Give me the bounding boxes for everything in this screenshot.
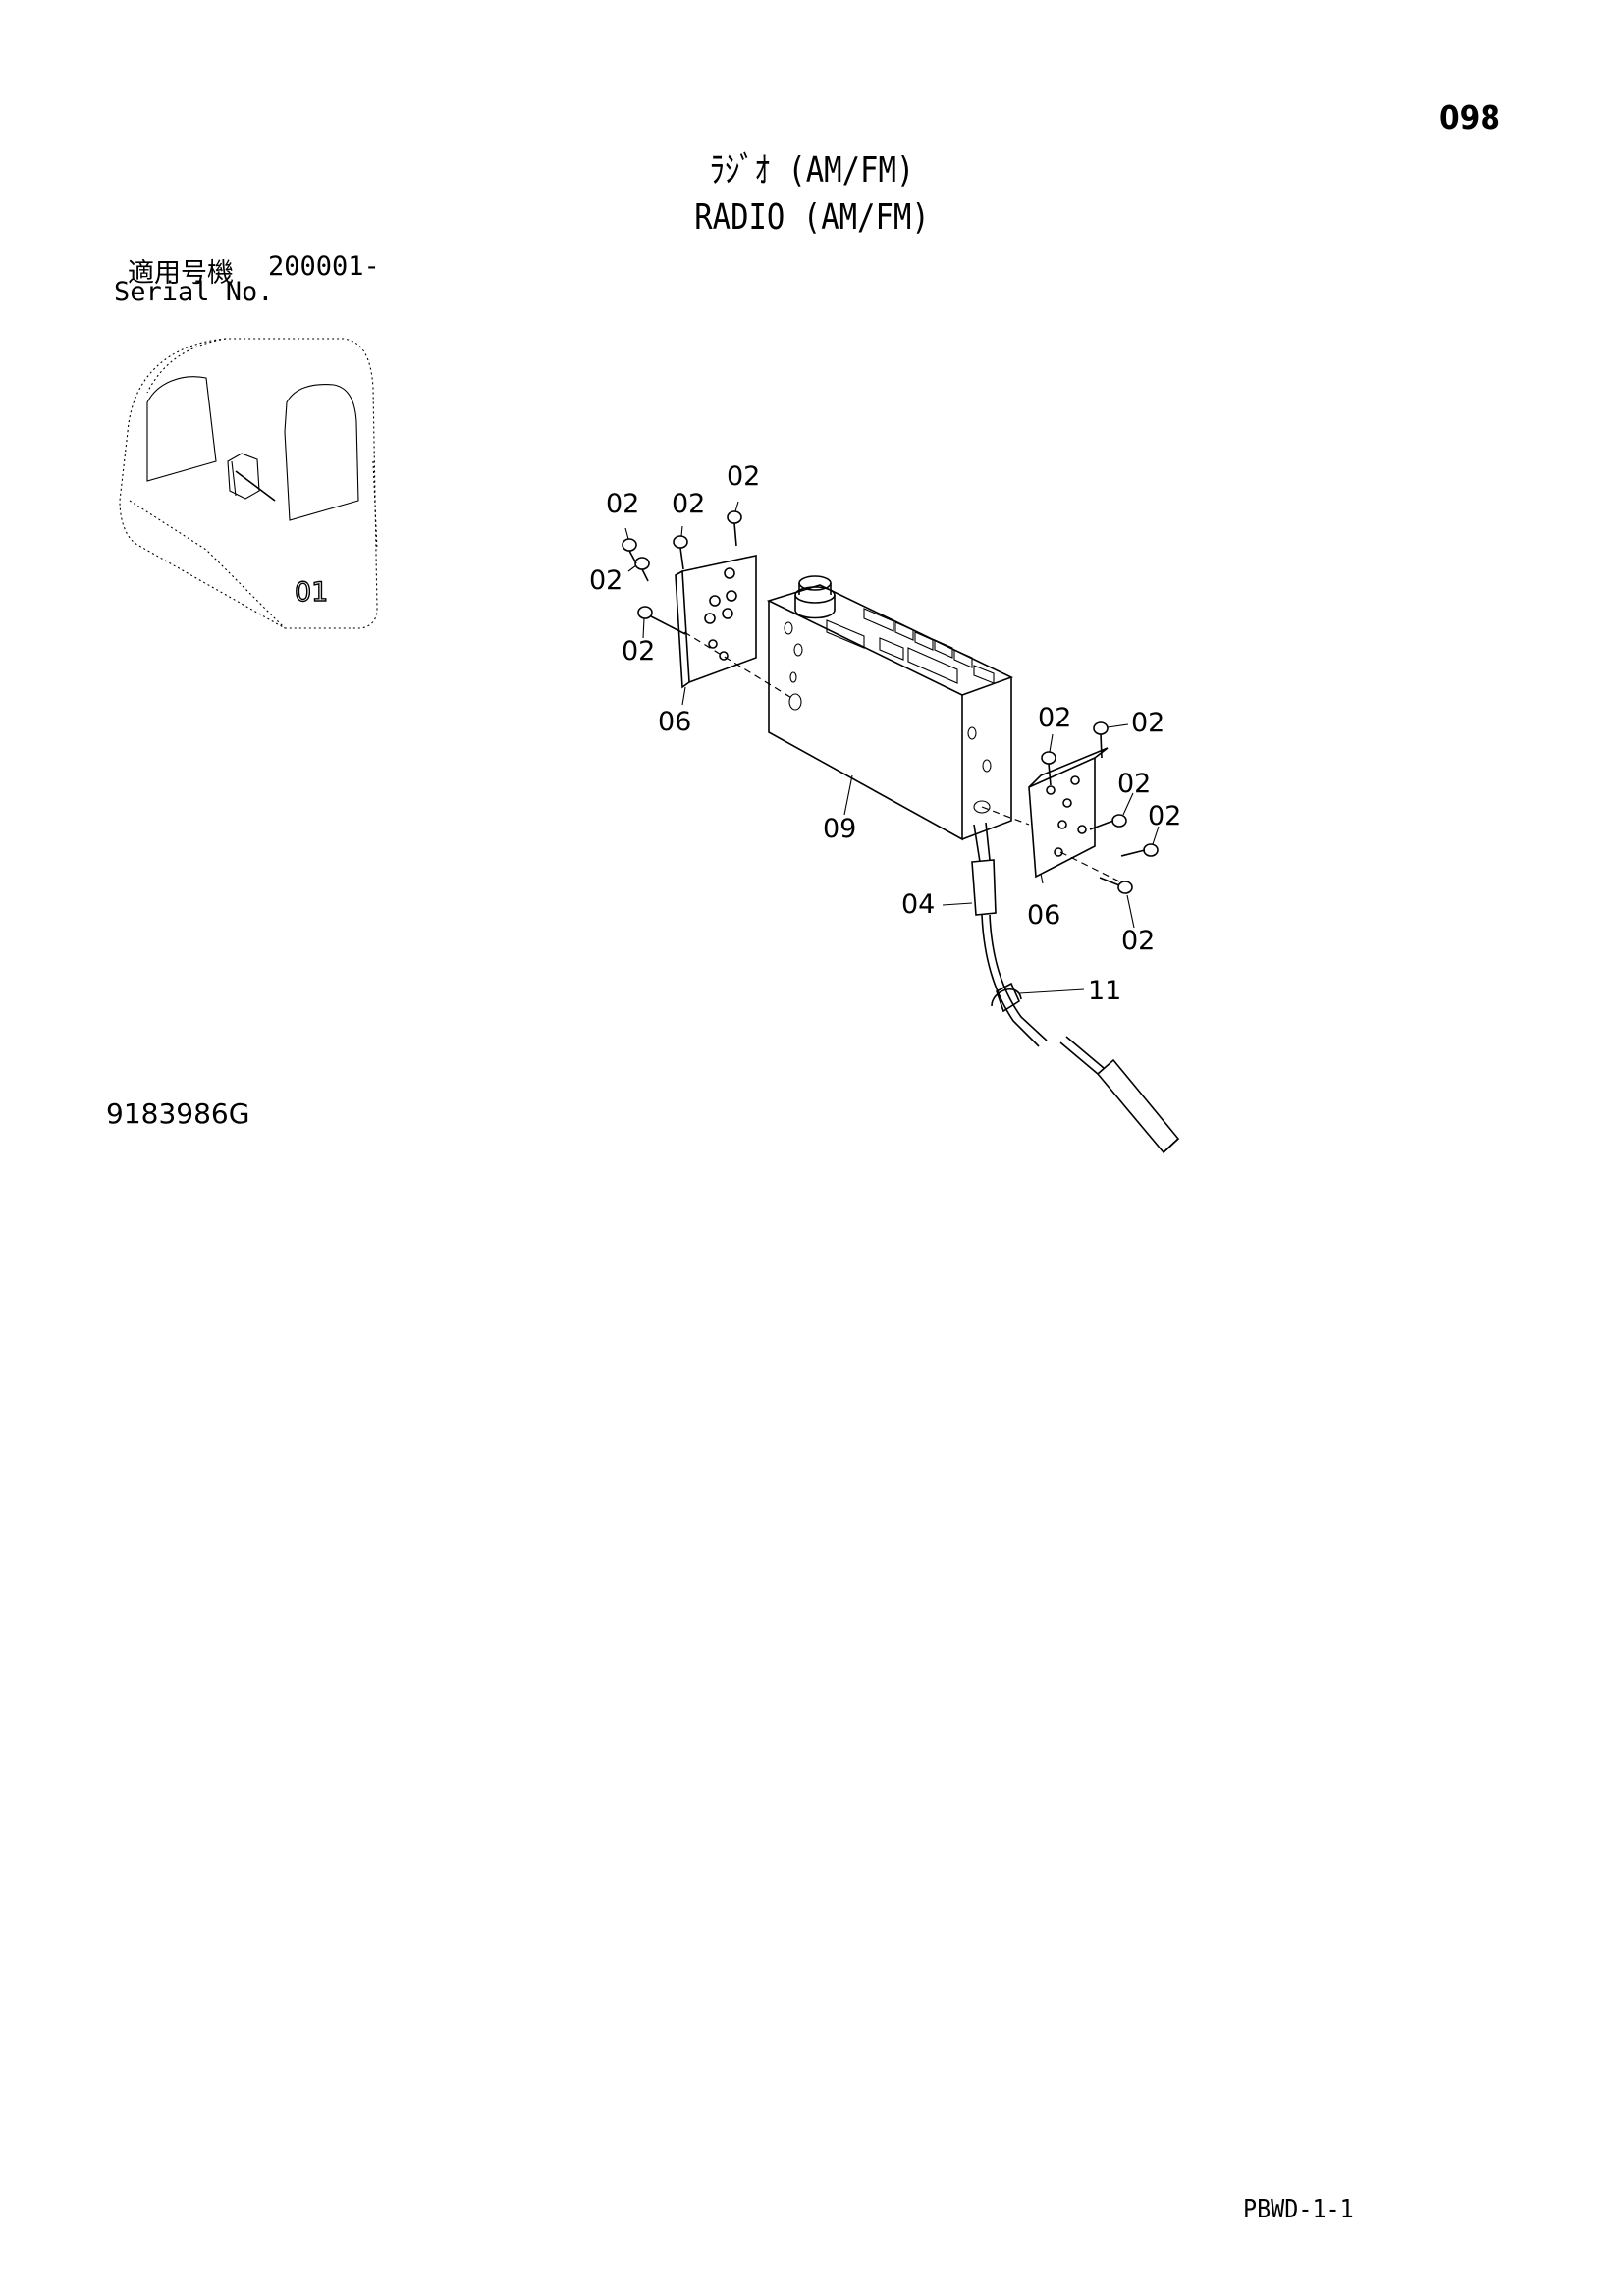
leader-8 xyxy=(1049,733,1054,753)
callout-02-f: 02 xyxy=(1038,703,1071,733)
leader-15 xyxy=(1018,988,1085,994)
serial-number: 200001- xyxy=(268,251,380,282)
left-assembly-line xyxy=(683,631,794,700)
screw-8 xyxy=(1089,814,1127,830)
leader-13 xyxy=(1040,873,1044,884)
leader-5 xyxy=(642,617,645,639)
callout-02-d: 02 xyxy=(589,565,623,596)
screw-5 xyxy=(637,606,686,635)
antenna-cable xyxy=(971,822,1180,1154)
serial-label-jp: 適用号機 xyxy=(128,258,234,289)
callout-04: 04 xyxy=(901,889,935,920)
callout-02-i: 02 xyxy=(1148,801,1181,831)
cab-locator-diagram: 01 xyxy=(119,338,378,629)
screw-10 xyxy=(1099,877,1133,894)
screw-2 xyxy=(673,535,688,570)
callout-02-g: 02 xyxy=(1131,708,1164,738)
callout-02-c: 02 xyxy=(727,461,760,492)
right-bracket xyxy=(1028,747,1109,879)
callout-09: 09 xyxy=(823,814,856,844)
callout-06-right: 06 xyxy=(1027,900,1060,931)
leader-14 xyxy=(1126,894,1135,929)
left-bracket xyxy=(675,555,757,689)
callout-02-j: 02 xyxy=(1121,926,1155,956)
screw-9 xyxy=(1120,843,1159,857)
radio-unit xyxy=(766,575,1014,841)
leader-9 xyxy=(1107,723,1129,728)
leader-4 xyxy=(627,564,637,572)
screw-6 xyxy=(1041,751,1056,786)
callout-02-e: 02 xyxy=(622,636,655,667)
cab-label: 01 xyxy=(295,577,328,608)
footer-code: PBWD-1-1 xyxy=(1243,2195,1354,2224)
screw-4 xyxy=(634,557,650,582)
leader-10 xyxy=(1122,792,1134,816)
leader-7 xyxy=(843,774,853,816)
right-screw-line xyxy=(1059,851,1120,882)
title-english: RADIO (AM/FM) xyxy=(694,197,930,238)
figure-number: 9183986G xyxy=(106,1097,250,1130)
leader-2 xyxy=(680,525,683,537)
callout-06-left: 06 xyxy=(658,707,691,737)
screw-7 xyxy=(1093,721,1109,759)
callout-02-b: 02 xyxy=(672,489,705,519)
leader-12 xyxy=(942,902,973,906)
title-japanese: ﾗｼﾞｵ (AM/FM) xyxy=(709,150,915,190)
callout-02-h: 02 xyxy=(1117,769,1151,799)
right-assembly-line xyxy=(981,806,1030,826)
page-number: 098 xyxy=(1439,98,1501,136)
screw-3 xyxy=(727,510,742,547)
leader-6 xyxy=(681,686,686,706)
leader-3 xyxy=(734,501,739,512)
leader-1 xyxy=(624,527,629,540)
callout-02-a: 02 xyxy=(606,489,639,519)
screw-1 xyxy=(622,538,637,564)
leader-11 xyxy=(1152,826,1160,845)
callout-11: 11 xyxy=(1088,976,1121,1006)
serial-label-en: Serial No. xyxy=(114,277,274,307)
